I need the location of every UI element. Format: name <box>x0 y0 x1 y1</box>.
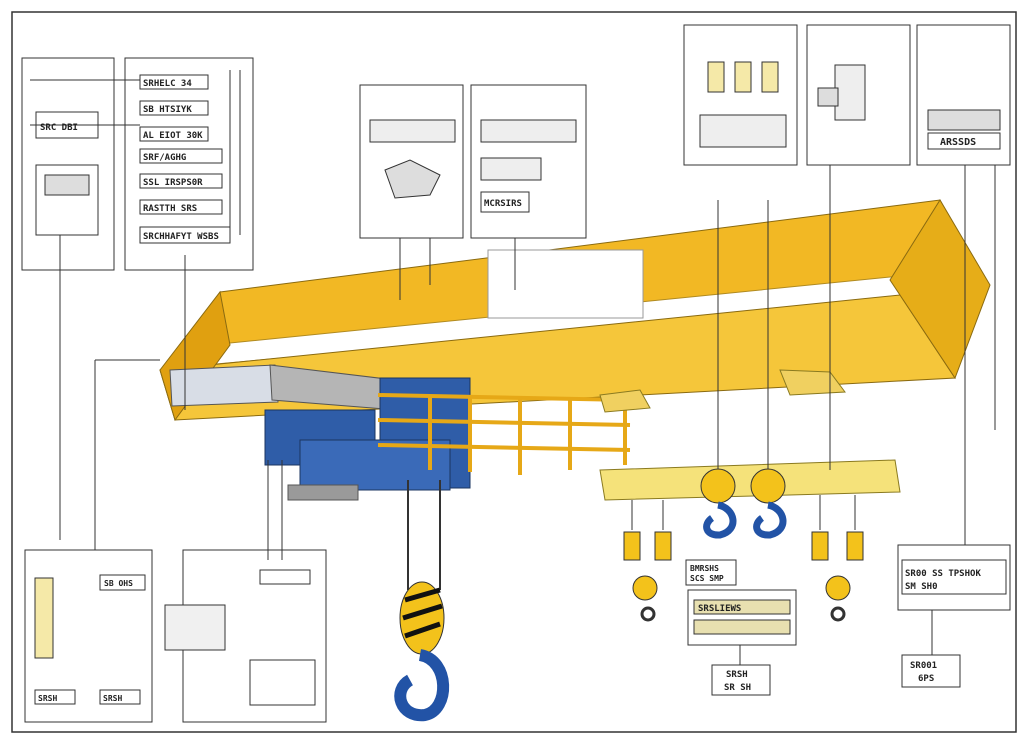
bl-tag-1: SRSH <box>38 694 57 703</box>
detail-panel-c <box>683 24 798 166</box>
callout-right-bottom-1: 6PS <box>918 674 934 684</box>
panel1-row-4: SSL IRSPS0R <box>143 178 203 188</box>
callout-center-top2: SCS SMP <box>690 574 724 583</box>
panel1-bottom-label: SRCHHAFYT WSBS <box>143 232 219 242</box>
callout-center-bottom-0: SRSH <box>726 670 748 680</box>
panel1-rows: SRHELC 34 SB HTSIYK AL EIOT 30K SRF/AGHG… <box>40 74 231 244</box>
callout-right: SR00 SS TPSHOK SM SH0 SR001 6PS <box>897 544 1011 688</box>
detail-panel-d <box>806 24 911 470</box>
bottom-mid-panel <box>164 460 327 723</box>
callout-right-top-0: SR00 SS TPSHOK <box>905 569 981 579</box>
girder-plate <box>487 249 644 319</box>
panel1-row-2: AL EIOT 30K <box>143 131 203 141</box>
top-right-tag: ARSSDS <box>940 137 976 148</box>
callout-center-mid: SRSLIEWS <box>698 604 741 614</box>
detail-panel-e: ARSSDS <box>916 24 1011 545</box>
callout-center: BMRSHS SCS SMP SRSLIEWS SRSH SR SH <box>685 559 797 696</box>
small-hooks <box>623 495 864 622</box>
panel1-row-5: RASTTH SRS <box>143 204 197 214</box>
callout-center-bottom-1: SR SH <box>724 683 751 693</box>
detail-panel-b: MCRSIRS <box>470 84 587 290</box>
detail-b-tag: MCRSIRS <box>484 199 522 209</box>
bl-tag-2: SRSH <box>103 694 122 703</box>
spreader-beam <box>599 369 901 501</box>
panel1-row-0: SRHELC 34 <box>143 79 192 89</box>
trolley-hoist <box>264 377 631 501</box>
callout-right-bottom-0: SR001 <box>910 661 937 671</box>
detail-panel-a <box>359 84 464 300</box>
panel1-left-label: SRC DBI <box>40 123 78 133</box>
bl-tag-0: SB OHS <box>104 579 133 588</box>
bottom-left-panel: SB OHS SRSH SRSH <box>24 549 153 723</box>
callout-right-top-1: SM SH0 <box>905 582 938 592</box>
panel1-row-3: SRF/AGHG <box>143 153 186 163</box>
schematic-panel-left <box>21 57 254 550</box>
callout-center-top: BMRSHS <box>690 564 719 573</box>
center-hooks <box>700 200 787 539</box>
panel1-row-1: SB HTSIYK <box>143 105 192 115</box>
outer-frame <box>11 11 1017 733</box>
main-hook <box>394 480 450 722</box>
